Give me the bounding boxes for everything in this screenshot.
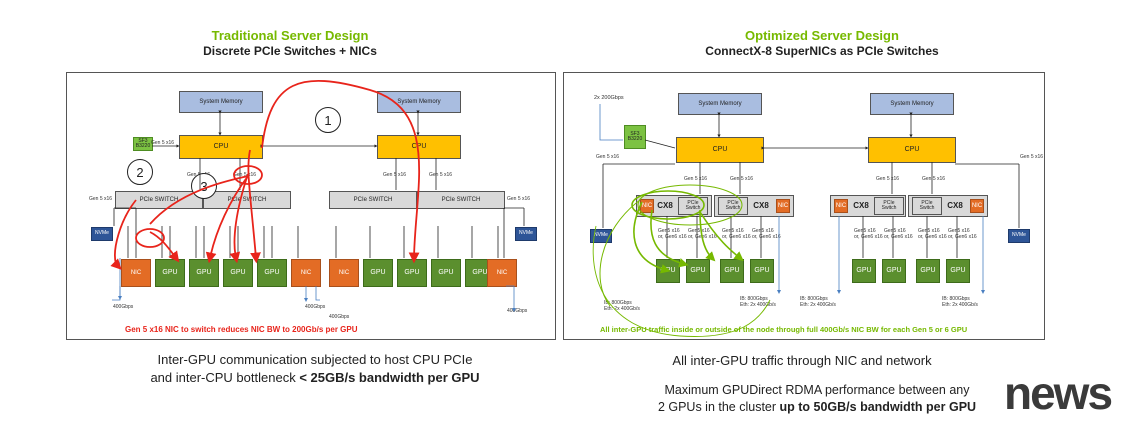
left-panel-subtitle: Discrete PCIe Switches + NICs — [203, 44, 377, 58]
left-gpu-3: GPU — [223, 259, 253, 287]
left-gpu-6: GPU — [397, 259, 427, 287]
left-nic-2: NIC — [291, 259, 321, 287]
left-bw-label: 400Gbps — [507, 308, 528, 314]
left-nic-1: NIC — [121, 259, 151, 287]
left-caption: Inter-GPU communication subjected to hos… — [120, 351, 510, 386]
right-nvme-1: NVMe — [590, 229, 612, 243]
right-cx8-label-2: CX8 — [753, 200, 769, 210]
left-sf3-dpu: SF3 B3220 — [133, 137, 153, 151]
left-nvme-2: NVMe — [515, 227, 537, 241]
left-cpu-2: CPU — [377, 135, 461, 159]
right-cx8-nic-4: NIC — [970, 199, 984, 213]
right-cx8-nic-1: NIC — [640, 199, 654, 213]
right-cx8-label-1: CX8 — [657, 200, 673, 210]
right-gpu-3: GPU — [720, 259, 744, 283]
left-gpu-4: GPU — [257, 259, 287, 287]
right-cx8-pcie-3: PCIe Switch — [874, 197, 904, 215]
right-nvme-2: NVMe — [1008, 229, 1030, 243]
right-panel-title: Optimized Server Design — [745, 28, 899, 43]
right-cpu-2: CPU — [868, 137, 956, 163]
left-diagram-frame: System Memory System Memory CPU CPU SF3 … — [66, 72, 556, 340]
left-pcie-switch-1: PCIe SWITCH — [115, 191, 203, 209]
right-panel-subtitle: ConnectX-8 SuperNICs as PCIe Switches — [705, 44, 939, 58]
left-caption-highlight: < 25GB/s bandwidth per GPU — [299, 369, 480, 385]
right-link-label: Gen 5 x16 — [730, 176, 754, 182]
left-caption-line1: Inter-GPU communication subjected to hos… — [157, 352, 473, 367]
left-system-memory-2: System Memory — [377, 91, 461, 113]
right-ib-label-1: IB: 800Gbps Eth: 2x 400Gb/s — [604, 300, 640, 312]
left-nic-3: NIC — [329, 259, 359, 287]
right-ib-label-2: IB: 800Gbps Eth: 2x 400Gb/s — [740, 296, 776, 308]
left-link-label: Gen 5 x16 — [89, 196, 113, 202]
left-cpu-1: CPU — [179, 135, 263, 159]
right-cx8-nic-2: NIC — [776, 199, 790, 213]
right-link-label: Gen 5 x16 — [684, 176, 708, 182]
left-pcie-switch-4: PCIe SWITCH — [417, 191, 505, 209]
left-gpu-7: GPU — [431, 259, 461, 287]
right-gpu-1: GPU — [656, 259, 680, 283]
right-cx8-nic-3: NIC — [834, 199, 848, 213]
left-step-1-marker: 1 — [315, 107, 341, 133]
left-gpu-5: GPU — [363, 259, 393, 287]
right-gpu-link-label: Gen5 x16 or, Gen6 x16 — [752, 228, 781, 240]
right-cx8-pcie-2: PCIe Switch — [718, 197, 748, 215]
right-diagram-frame: 2x 200Gbps System Memory System Memory C… — [563, 72, 1045, 340]
right-gpu-link-label: Gen5 x16 or, Gen6 x16 — [722, 228, 751, 240]
left-step-2-marker: 2 — [127, 159, 153, 185]
left-bw-label: 400Gbps — [305, 304, 326, 310]
right-gpu-link-label: Gen5 x16 or, Gen6 x16 — [688, 228, 717, 240]
right-bw-2x200: 2x 200Gbps — [594, 95, 624, 101]
left-link-label: Gen 5 x16 — [233, 172, 257, 178]
left-link-label: Gen 5 x16 — [429, 172, 453, 178]
left-note: Gen 5 x16 NIC to switch reduces NIC BW t… — [125, 325, 358, 334]
right-system-memory-2: System Memory — [870, 93, 954, 115]
right-link-label: Gen 5 x16 — [922, 176, 946, 182]
right-gpu-7: GPU — [916, 259, 940, 283]
right-ib-label-4: IB: 800Gbps Eth: 2x 400Gb/s — [942, 296, 978, 308]
right-cx8-pcie-1: PCIe Switch — [678, 197, 708, 215]
left-gpu-2: GPU — [189, 259, 219, 287]
right-gpu-link-label: Gen5 x16 or, Gen6 x16 — [884, 228, 913, 240]
left-pcie-switch-2: PCIe SWITCH — [203, 191, 291, 209]
right-cx8-pcie-4: PCIe Switch — [912, 197, 942, 215]
right-ib-label-3: IB: 800Gbps Eth: 2x 400Gb/s — [800, 296, 836, 308]
right-gpu-link-label: Gen5 x16 or, Gen6 x16 — [918, 228, 947, 240]
right-sf3-dpu: SF3 B3220 — [624, 125, 646, 149]
left-bw-label: 400Gbps — [113, 304, 134, 310]
left-system-memory-1: System Memory — [179, 91, 263, 113]
news-watermark-logo: news — [1004, 367, 1113, 419]
left-nvme-1: NVMe — [91, 227, 113, 241]
right-gpu-4: GPU — [750, 259, 774, 283]
right-cx8-label-3: CX8 — [853, 200, 869, 210]
left-caption-line2: and inter-CPU bottleneck < 25GB/s bandwi… — [150, 369, 480, 385]
right-link-label: Gen 5 x16 — [1020, 154, 1044, 160]
right-gpu-2: GPU — [686, 259, 710, 283]
right-caption-2: Maximum GPUDirect RDMA performance betwe… — [612, 382, 1022, 416]
right-link-label: Gen 5 x16 — [876, 176, 900, 182]
right-note: All inter-GPU traffic inside or outside … — [600, 325, 968, 334]
right-cx8-label-4: CX8 — [947, 200, 963, 210]
left-pcie-switch-3: PCIe SWITCH — [329, 191, 417, 209]
right-gpu-6: GPU — [882, 259, 906, 283]
right-gpu-link-label: Gen5 x16 or, Gen6 x16 — [948, 228, 977, 240]
right-gpu-8: GPU — [946, 259, 970, 283]
right-gpu-5: GPU — [852, 259, 876, 283]
left-gpu-1: GPU — [155, 259, 185, 287]
right-caption-2-line1: Maximum GPUDirect RDMA performance betwe… — [664, 383, 970, 397]
right-caption-2-line2: 2 GPUs in the cluster up to 50GB/s bandw… — [657, 399, 977, 414]
left-nic-4: NIC — [487, 259, 517, 287]
right-system-memory-1: System Memory — [678, 93, 762, 115]
left-bw-label: 400Gbps — [329, 314, 350, 320]
left-link-label: Gen 5 x16 — [151, 140, 175, 146]
left-link-label: Gen 5 x16 — [383, 172, 407, 178]
right-link-label: Gen 5 x16 — [596, 154, 620, 160]
right-gpu-link-label: Gen5 x16 or, Gen6 x16 — [854, 228, 883, 240]
left-link-label: Gen 5 x16 — [507, 196, 531, 202]
left-step-3-marker: 3 — [191, 173, 217, 199]
right-cpu-1: CPU — [676, 137, 764, 163]
right-caption-1: All inter-GPU traffic through NIC and ne… — [672, 353, 932, 368]
right-caption-highlight: up to 50GB/s bandwidth per GPU — [779, 399, 977, 414]
left-panel-title: Traditional Server Design — [211, 28, 369, 43]
right-gpu-link-label: Gen5 x16 or, Gen6 x16 — [658, 228, 687, 240]
